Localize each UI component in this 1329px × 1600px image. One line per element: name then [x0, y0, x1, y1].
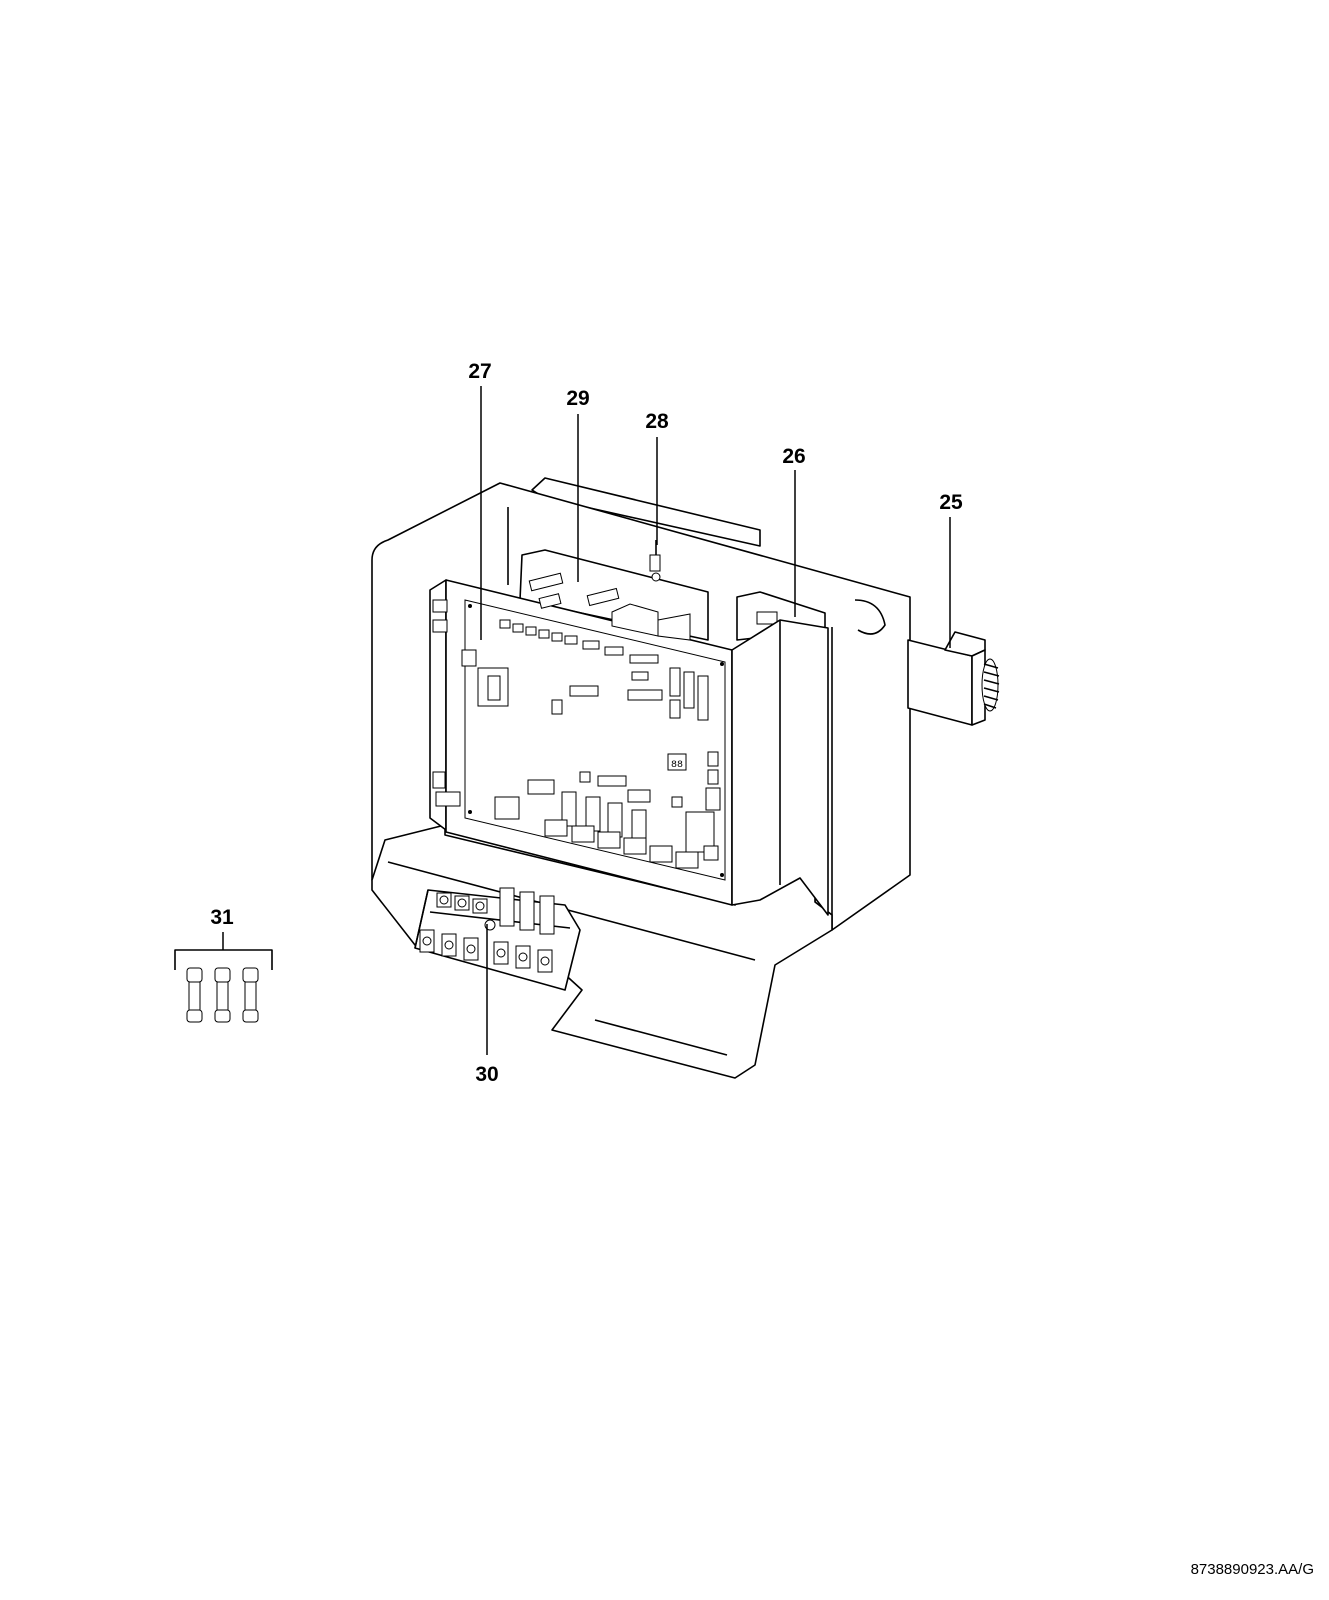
callout-29: 29	[566, 387, 589, 410]
rear-module-parts	[528, 572, 778, 641]
callout-26: 26	[782, 445, 805, 468]
callout-27: 27	[468, 360, 491, 383]
front-side-panel	[731, 619, 829, 916]
callout-28: 28	[645, 410, 669, 433]
fuse	[242, 967, 259, 1023]
main-circuit-board: 88	[429, 579, 733, 906]
sensor-28	[649, 540, 661, 582]
connector-row	[499, 619, 659, 664]
svg-text:88: 88	[671, 760, 683, 771]
leader-lines	[222, 386, 951, 1055]
callout-31: 31	[210, 906, 234, 929]
fuse	[214, 967, 231, 1023]
fuse	[186, 967, 203, 1023]
fuses-31	[174, 949, 273, 1023]
drawing-code: 8738890923.AA/G	[1191, 1561, 1314, 1578]
callout-30: 30	[475, 1063, 498, 1086]
control-knob-25	[907, 631, 1000, 726]
terminal-strip-30	[414, 887, 581, 991]
callout-25: 25	[939, 491, 963, 514]
